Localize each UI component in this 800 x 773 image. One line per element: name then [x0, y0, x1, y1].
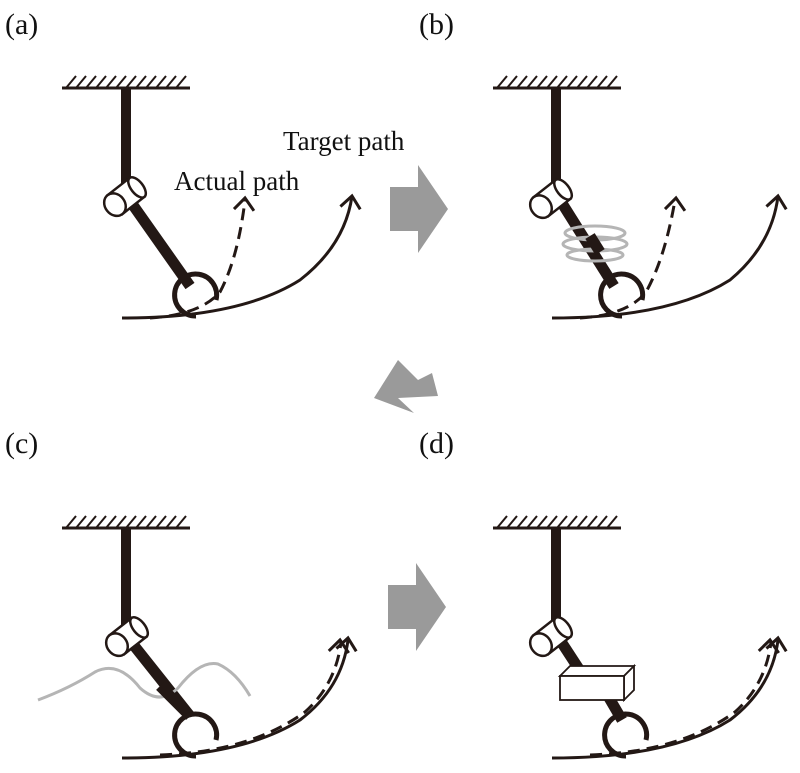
ceiling-icon	[60, 514, 192, 530]
panel-a: Target path Actual path	[60, 74, 405, 320]
weight-box-icon	[557, 663, 637, 703]
lower-link	[123, 194, 195, 290]
panel-label-b: (b)	[419, 8, 454, 41]
panel-d	[491, 514, 790, 760]
lower-link-front	[585, 233, 605, 255]
actual-path-curve	[589, 641, 773, 757]
target-path-curve	[551, 195, 780, 320]
end-effector-icon	[602, 711, 650, 759]
panel-label-a: (a)	[5, 8, 38, 41]
panel-label-d: (d)	[419, 427, 454, 460]
flow-arrow-b-to-c	[374, 360, 438, 413]
target-path-label: Target path	[283, 126, 405, 156]
ceiling-icon	[60, 74, 192, 90]
disturbance-wave	[37, 662, 252, 702]
actual-path-curve	[159, 641, 343, 757]
end-effector-icon	[172, 271, 220, 319]
end-effector-icon	[598, 271, 646, 319]
ceiling-icon	[491, 74, 623, 90]
flow-arrow-a-to-b	[390, 165, 448, 253]
actual-path-curve	[579, 199, 677, 320]
lower-link	[555, 197, 619, 289]
flow-arrow-c-to-d	[388, 563, 446, 651]
target-path-curve	[121, 195, 354, 320]
panel-label-c: (c)	[5, 427, 38, 460]
target-path-curve	[121, 639, 350, 760]
actual-path-label: Actual path	[174, 166, 300, 196]
panel-b	[491, 74, 790, 320]
ceiling-icon	[491, 514, 623, 530]
actual-path-arrowhead	[663, 195, 688, 213]
actual-path-curve	[149, 199, 247, 320]
lower-link-front	[156, 682, 194, 720]
panel-c	[37, 514, 360, 760]
end-effector-icon	[172, 711, 220, 759]
